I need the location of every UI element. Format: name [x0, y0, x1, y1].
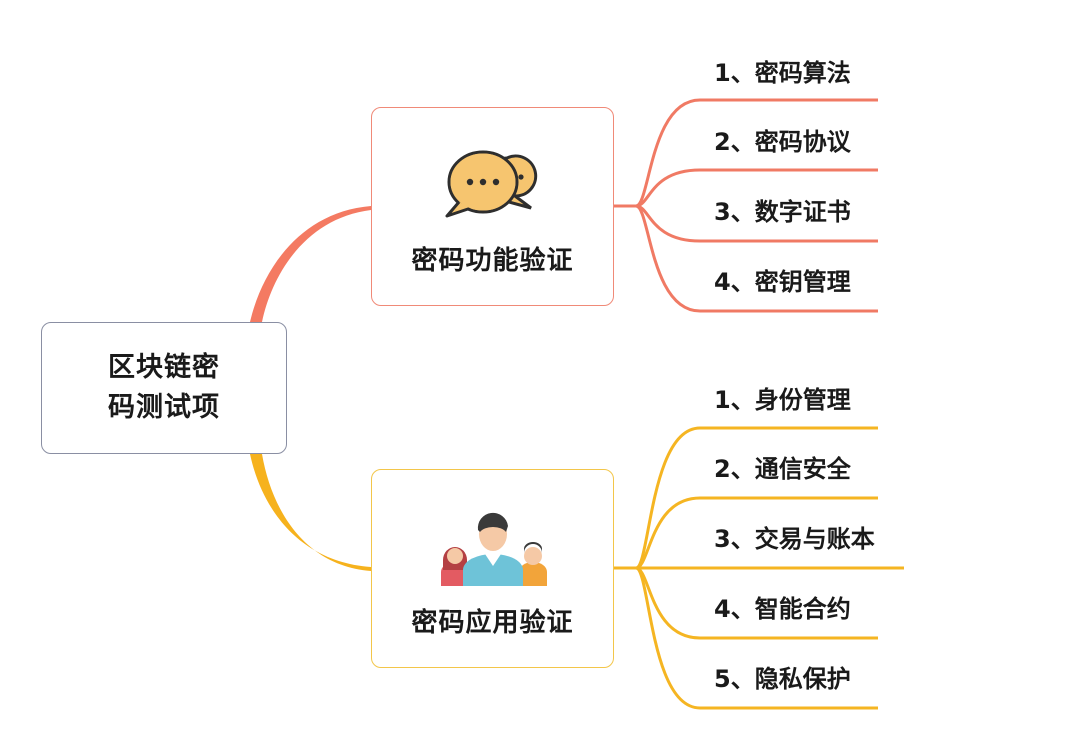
root-label-line2: 码测试项 — [108, 392, 220, 423]
branch-node-crypto-application: 密码应用验证 — [371, 469, 614, 668]
leaf-item: 3、数字证书 — [714, 198, 851, 226]
leaf-connector — [635, 566, 878, 710]
leaf-connector — [635, 426, 878, 570]
leaf-connector — [635, 168, 878, 208]
users-group-icon — [440, 512, 547, 586]
leaf-connector — [635, 98, 878, 208]
leaf-item: 4、智能合约 — [714, 595, 851, 623]
leaf-item: 3、交易与账本 — [714, 525, 875, 553]
leaf-item: 1、密码算法 — [714, 59, 851, 87]
leaf-connector — [635, 204, 878, 313]
chat-bubbles-icon — [445, 150, 537, 218]
leaf-item: 2、通信安全 — [714, 455, 851, 483]
root-connector-top — [250, 206, 371, 322]
branch-label: 密码应用验证 — [411, 608, 574, 638]
root-connector-bottom — [250, 454, 371, 571]
branch-node-crypto-function: 密码功能验证 — [371, 107, 614, 306]
leaf-item: 5、隐私保护 — [714, 665, 851, 693]
leaf-item: 4、密钥管理 — [714, 268, 851, 296]
leaf-item: 2、密码协议 — [714, 128, 851, 156]
root-node: 区块链密 码测试项 — [41, 322, 287, 454]
branch-label: 密码功能验证 — [411, 246, 574, 276]
root-label-line1: 区块链密 — [108, 352, 220, 383]
leaf-connector — [635, 496, 878, 570]
leaf-item: 1、身份管理 — [714, 386, 851, 414]
